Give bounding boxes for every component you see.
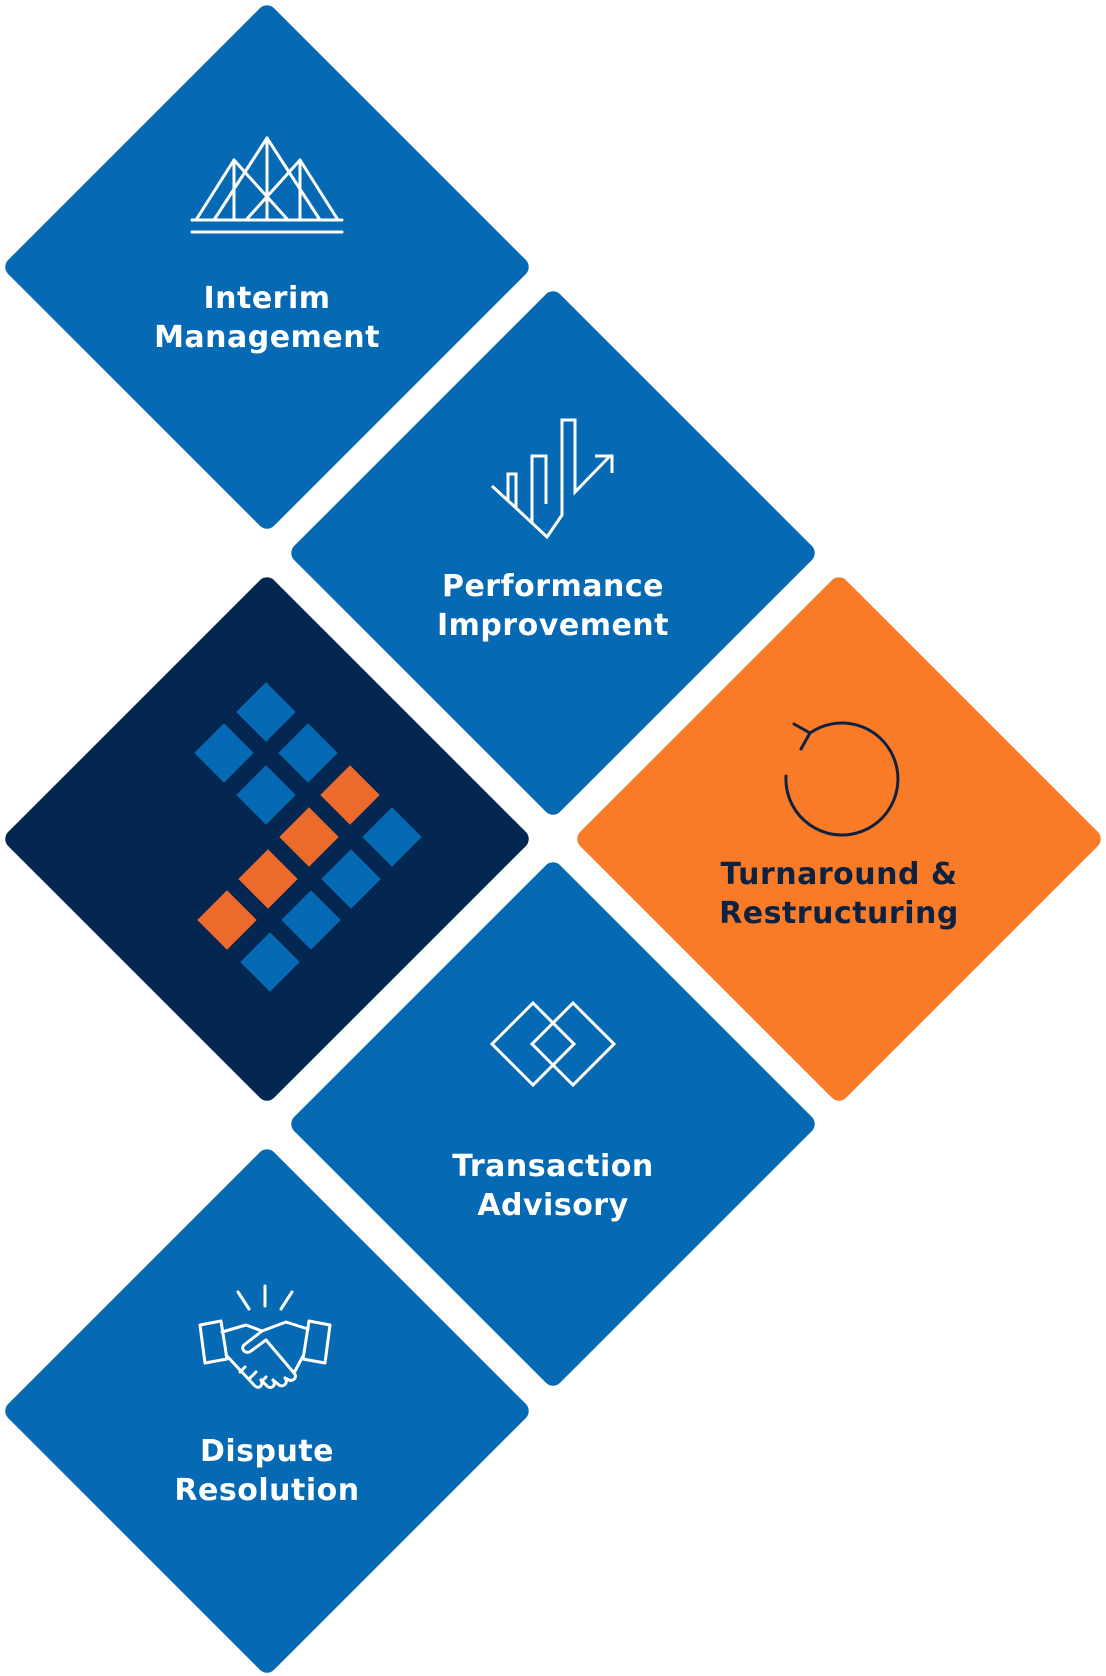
tile-logo-background <box>5 577 529 1101</box>
tile-brand-logo <box>5 577 529 1101</box>
interim-label-line1: Interim <box>203 281 330 316</box>
performance-label-line2: Improvement <box>437 608 669 643</box>
dispute-label-line1: Dispute <box>200 1434 334 1469</box>
tile-transaction-background <box>291 862 815 1386</box>
tile-turnaround-background <box>577 577 1101 1101</box>
tile-dispute-background <box>5 1149 529 1673</box>
tile-performance-background <box>291 291 815 815</box>
overlapping-diamonds-icon <box>489 1000 617 1088</box>
dispute-label-line2: Resolution <box>174 1473 359 1508</box>
growth-chart-icon <box>490 418 614 540</box>
tile-performance-improvement[interactable]: Performance Improvement <box>287 287 819 819</box>
tile-interim-background <box>5 5 529 529</box>
turnaround-label-line1: Turnaround & <box>720 857 957 892</box>
bridge-icon <box>190 136 344 234</box>
transaction-label-line2: Advisory <box>477 1188 628 1223</box>
tile-interim-management[interactable]: Interim Management <box>1 1 533 533</box>
tile-dispute-resolution[interactable]: Dispute Resolution <box>1 1145 533 1676</box>
refresh-icon <box>784 721 900 837</box>
tile-transaction-advisory[interactable]: Transaction Advisory <box>287 858 819 1390</box>
turnaround-label-line2: Restructuring <box>719 896 959 931</box>
transaction-label-line1: Transaction <box>452 1149 654 1184</box>
interim-label-line2: Management <box>154 320 380 355</box>
performance-label-line1: Performance <box>442 569 664 604</box>
tile-turnaround-restructuring[interactable]: Turnaround & Restructuring <box>573 573 1105 1105</box>
handshake-icon <box>198 1284 332 1389</box>
